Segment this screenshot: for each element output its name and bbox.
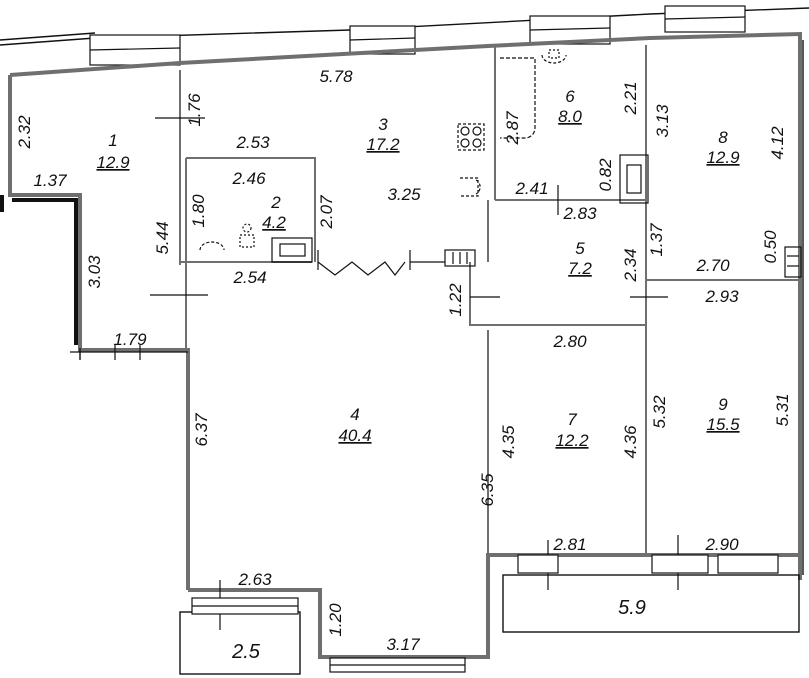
dim-1-37: 1.37	[33, 171, 67, 190]
dim-3-03: 3.03	[85, 255, 104, 289]
vent-shafts	[271, 154, 802, 278]
room-9-number: 9	[718, 395, 728, 414]
dimension-labels: 5.78 2.32 1.37 1.76 2.53 2.46 1.80 5.44 …	[15, 67, 792, 654]
dim-1-22: 1.22	[446, 283, 465, 317]
room-1-number: 1	[108, 131, 117, 150]
dim-1-76: 1.76	[185, 93, 204, 127]
dim-2-90: 2.90	[704, 535, 739, 554]
dim-2-53: 2.53	[235, 133, 270, 152]
dim-4-36: 4.36	[621, 425, 640, 459]
room-7-area: 12.2	[555, 431, 589, 450]
room-4-area: 40.4	[338, 426, 371, 445]
dim-5-32: 5.32	[650, 395, 669, 429]
dim-2-63: 2.63	[237, 570, 272, 589]
room-2-number: 2	[270, 193, 281, 212]
dim-4-35: 4.35	[499, 425, 518, 459]
room-3-area: 17.2	[366, 135, 400, 154]
room-3-number: 3	[378, 115, 388, 134]
balcony-right-area: 5.9	[618, 597, 646, 619]
dim-2-87: 2.87	[503, 111, 522, 146]
dim-2-70: 2.70	[695, 256, 730, 275]
doorway-zigzag	[317, 250, 445, 276]
dim-2-81: 2.81	[552, 535, 586, 554]
exterior-thick-wall	[12, 198, 78, 345]
dim-2-46: 2.46	[231, 169, 266, 188]
dim-3-17: 3.17	[386, 635, 420, 654]
dim-2-34: 2.34	[621, 248, 640, 282]
dim-1-79: 1.79	[113, 330, 147, 349]
dim-2-93: 2.93	[704, 287, 739, 306]
room-2-area: 4.2	[262, 213, 286, 232]
dim-5-31: 5.31	[773, 393, 792, 426]
kitchen-fixtures	[457, 123, 485, 197]
building-outline	[0, 7, 809, 575]
dim-2-07: 2.07	[317, 195, 336, 230]
balcony-left	[179, 597, 301, 675]
bottom-windows	[79, 348, 466, 673]
room-labels: 1 12.9 2 4.2 3 17.2 4 40.4 5 7.2 6 8.0 7…	[96, 87, 740, 663]
dim-3-13: 3.13	[653, 104, 672, 138]
dim-2-21: 2.21	[621, 81, 640, 115]
dim-2-41: 2.41	[514, 179, 548, 198]
balcony-right	[502, 554, 800, 633]
dim-4-12: 4.12	[768, 126, 787, 160]
dim-1-20: 1.20	[326, 603, 345, 637]
room-5-number: 5	[575, 239, 585, 258]
dim-5-78: 5.78	[319, 67, 353, 86]
dim-6-37: 6.37	[192, 413, 211, 447]
room-6-number: 6	[565, 87, 575, 106]
dim-0-82: 0.82	[596, 158, 615, 192]
room-4-number: 4	[350, 405, 359, 424]
room-1-area: 12.9	[96, 153, 130, 172]
dim-5-44: 5.44	[153, 221, 172, 254]
room-8-number: 8	[718, 128, 728, 147]
room-8-area: 12.9	[706, 148, 740, 167]
balcony-left-area: 2.5	[231, 641, 261, 663]
dim-2-32: 2.32	[15, 115, 34, 150]
dim-2-83: 2.83	[562, 204, 597, 223]
dim-3-25: 3.25	[387, 185, 421, 204]
walls	[0, 31, 802, 659]
room-7-number: 7	[567, 410, 577, 429]
dim-2-80: 2.80	[552, 332, 587, 351]
dim-2-54: 2.54	[232, 268, 266, 287]
room-6-area: 8.0	[558, 107, 582, 126]
room-9-area: 15.5	[706, 415, 740, 434]
bathroom-fixtures	[199, 49, 567, 251]
dim-6-35: 6.35	[478, 473, 497, 507]
room-5-area: 7.2	[568, 259, 592, 278]
dim-1-80: 1.80	[189, 194, 208, 228]
dim-0-50: 0.50	[761, 230, 780, 264]
dim-1-37-b: 1.37	[647, 223, 666, 257]
